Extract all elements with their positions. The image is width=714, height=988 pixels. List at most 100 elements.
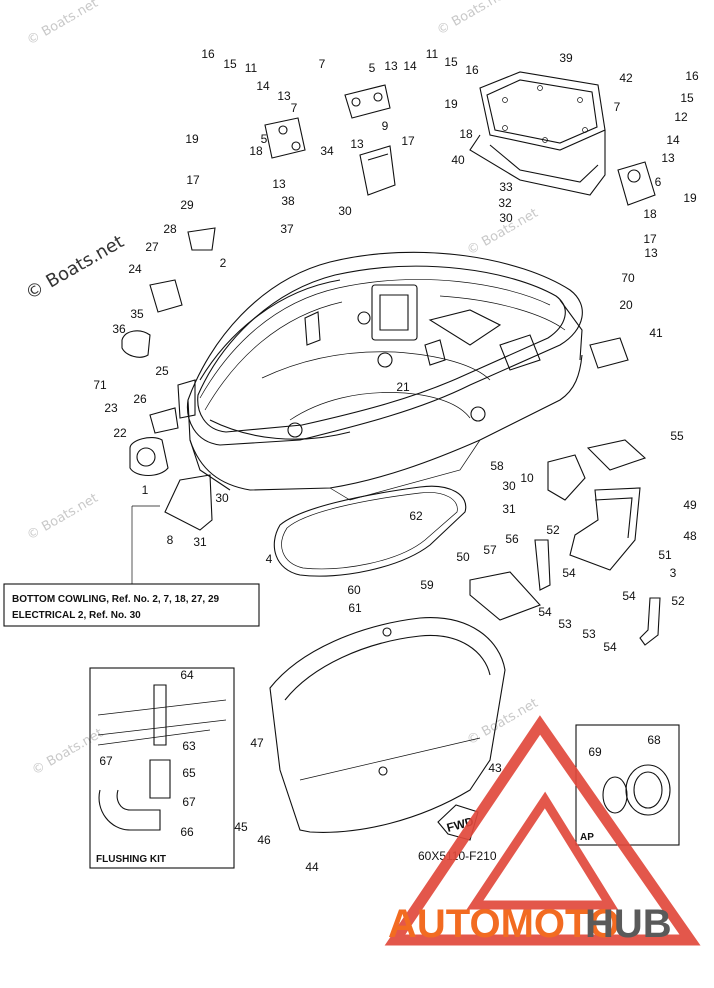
part-number-label: 4: [266, 552, 273, 566]
bracket-6: [617, 161, 656, 206]
part-number-label: 43: [488, 761, 502, 775]
bracket-55: [586, 439, 647, 471]
part-number-label: 31: [502, 502, 516, 516]
part-number-label: 18: [459, 127, 473, 141]
part-number-label: 10: [520, 471, 534, 485]
part-number-label: 15: [680, 91, 694, 105]
note-line1: BOTTOM COWLING, Ref. No. 2, 7, 18, 27, 2…: [12, 594, 220, 605]
part-number-label: 25: [155, 364, 169, 378]
part-number-label: 6: [655, 175, 662, 189]
hose-52-a: [534, 539, 551, 591]
part-number-label: 2: [220, 256, 227, 270]
brand-part2: HUB: [585, 902, 672, 946]
part-number-label: 30: [502, 479, 516, 493]
part-number-label: 65: [182, 766, 196, 780]
note-box: BOTTOM COWLING, Ref. No. 2, 7, 18, 27, 2…: [3, 505, 260, 627]
part-number-label: 63: [182, 739, 196, 753]
watermark: © Boats.net: [22, 231, 128, 304]
watermark: © Boats.net: [25, 491, 101, 544]
part-number-label: 38: [281, 194, 295, 208]
part-number-label: 36: [112, 322, 126, 336]
part-number-label: 15: [223, 57, 237, 71]
note-line2: ELECTRICAL 2, Ref. No. 30: [12, 610, 141, 621]
part-number-label: 13: [272, 177, 286, 191]
part-number-label: 16: [465, 63, 479, 77]
part-number-label: 48: [683, 529, 697, 543]
part-number-label: 44: [305, 860, 319, 874]
part-number-label: 16: [685, 69, 699, 83]
part-number-label: 32: [498, 196, 512, 210]
part-number-label: 23: [104, 401, 118, 415]
part-number-label: 64: [180, 668, 194, 682]
seal-lines: [199, 279, 566, 411]
bracket-9: [359, 145, 396, 196]
part-number-label: 22: [113, 426, 127, 440]
part-number-label: 15: [444, 55, 458, 69]
part-number-label: 20: [619, 298, 633, 312]
ap-label: AP: [580, 832, 594, 843]
part-number-label: 17: [401, 134, 415, 148]
part-number-label: 39: [559, 51, 573, 65]
part-number-label: 17: [186, 173, 200, 187]
brand-part1: AUTOMOTO: [388, 902, 620, 946]
part-number-label: 51: [658, 548, 672, 562]
part-number-label: 30: [338, 204, 352, 218]
part-number-label: 42: [619, 71, 633, 85]
part-number-label: 61: [348, 601, 362, 615]
ap-box: AP: [575, 724, 680, 846]
part-number-label: 30: [499, 211, 513, 225]
part-number-label: 5: [261, 132, 268, 146]
part-number-label: 47: [250, 736, 264, 750]
grommet-41: [589, 337, 629, 369]
flushing-kit-label: FLUSHING KIT: [96, 854, 166, 865]
part-number-label: 41: [649, 326, 663, 340]
part-number-label: 18: [249, 144, 263, 158]
part-number-label: 55: [670, 429, 684, 443]
bracket-5: [264, 84, 391, 159]
part-number-label: 19: [185, 132, 199, 146]
part-number-label: 13: [350, 137, 364, 151]
part-number-label: 12: [674, 110, 688, 124]
part-number-label: 16: [201, 47, 215, 61]
part-number-label: 30: [215, 491, 229, 505]
left-components: [121, 227, 216, 477]
brand-logo: AUTOMOTO HUB: [384, 715, 701, 946]
part-number-label: 28: [163, 222, 177, 236]
part-number-label: 14: [666, 133, 680, 147]
part-number-label: 1: [142, 483, 149, 497]
part-number-label: 27: [145, 240, 159, 254]
part-number-label: 21: [396, 380, 410, 394]
part-number-label: 53: [558, 617, 572, 631]
part-number-label: 31: [193, 535, 207, 549]
part-number-label: 62: [409, 509, 423, 523]
part-number-label: 60: [347, 583, 361, 597]
watermark: © Boats.net: [30, 726, 106, 779]
seal-59: [273, 485, 467, 577]
part-number-label: 54: [562, 566, 576, 580]
part-number-label: 37: [280, 222, 294, 236]
part-number-label: 46: [257, 833, 271, 847]
part-number-label: 29: [180, 198, 194, 212]
part-number-label: 14: [256, 79, 270, 93]
part-number-label: 17: [643, 232, 657, 246]
part-number-label: 56: [505, 532, 519, 546]
duct-51: [569, 487, 641, 571]
part-number-label: 7: [614, 100, 621, 114]
part-number-label: 18: [643, 207, 657, 221]
part-number-label: 34: [320, 144, 334, 158]
part-number-label: 35: [130, 307, 144, 321]
part-number-label: 54: [622, 589, 636, 603]
part-number-label: 3: [670, 566, 677, 580]
part-number-label: 71: [93, 378, 107, 392]
bottom-cowling-tray: [186, 251, 583, 501]
part-number-label: 19: [444, 97, 458, 111]
part-number-label: 14: [403, 59, 417, 73]
part-number-label: 52: [671, 594, 685, 608]
watermark: © Boats.net: [435, 0, 511, 38]
part-number-label: 67: [182, 795, 196, 809]
part-number-label: 13: [644, 246, 658, 260]
part-number-label: 19: [683, 191, 697, 205]
part-number-label: 59: [420, 578, 434, 592]
